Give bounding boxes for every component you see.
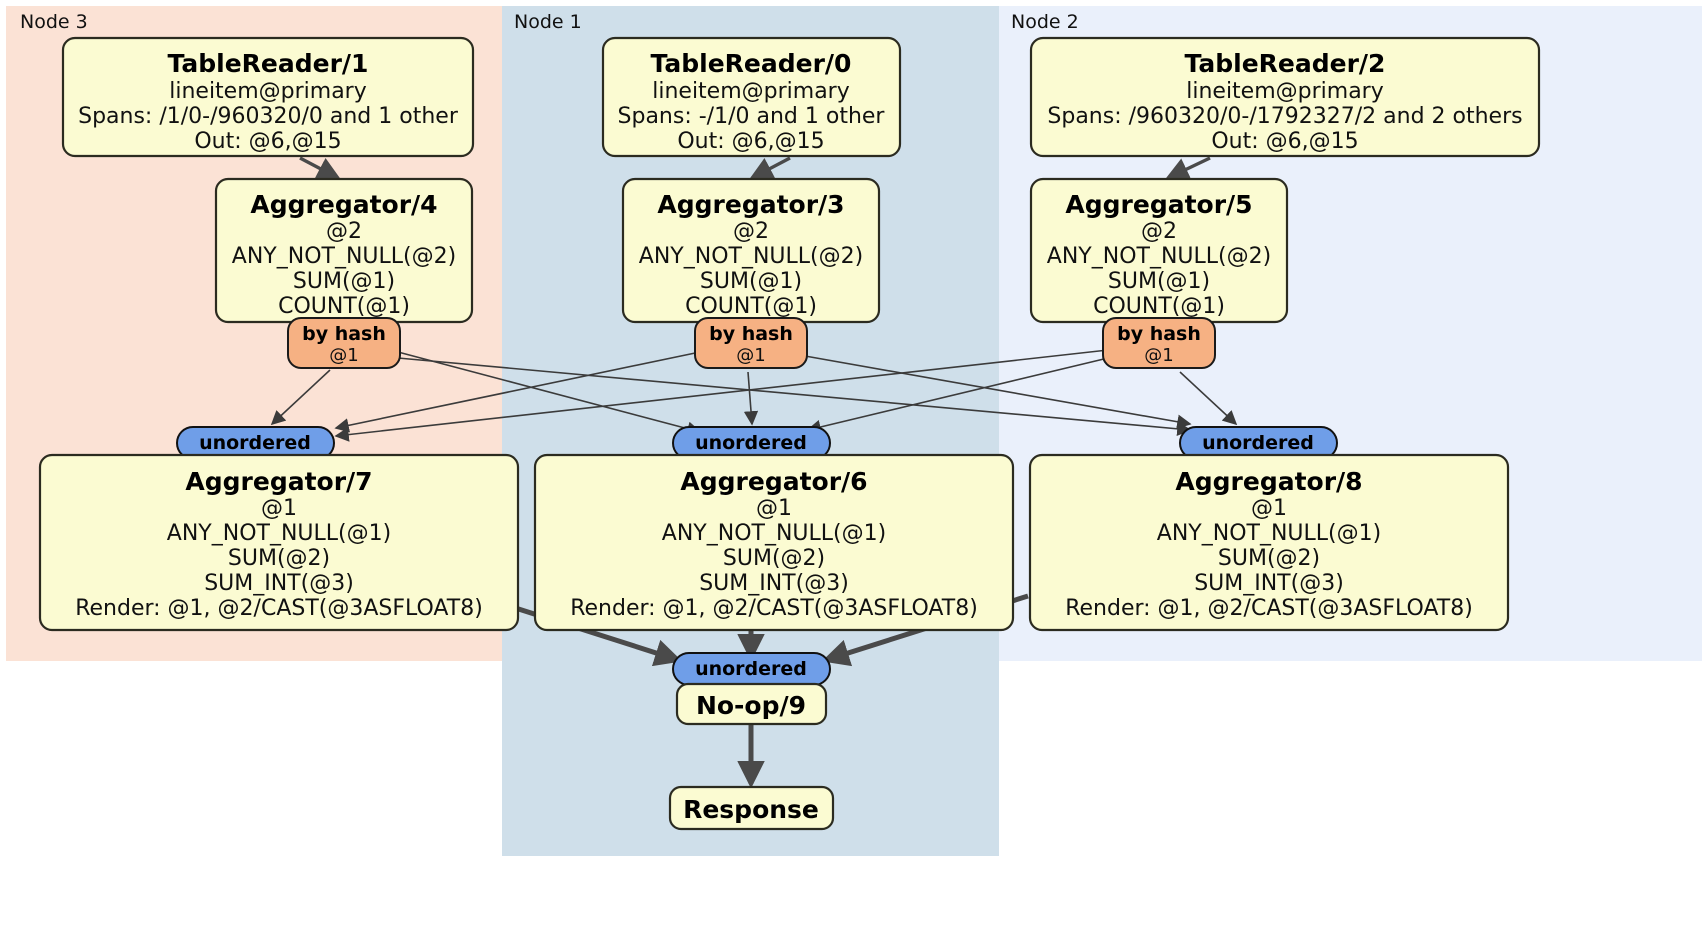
processor-line: SUM(@2) [228,546,330,571]
processor-line: Spans: /1/0-/960320/0 and 1 other [78,104,459,129]
output-badge-hash-center[interactable]: by hash @1 [694,317,808,369]
processor-line: @2 [733,219,769,244]
processor-title: TableReader/0 [651,49,852,78]
unordered-badge-label: unordered [695,432,807,454]
processor-title: Aggregator/6 [680,467,867,496]
processor-title: Aggregator/4 [250,190,437,219]
processor-line: Out: @6,@15 [677,129,824,154]
input-badge-unordered-left[interactable]: unordered [176,426,335,460]
hash-badge-label: by hash [709,323,793,345]
edges-hash-to-unordered [270,349,1238,442]
processor-line: lineitem@primary [1186,79,1384,104]
processor-line: ANY_NOT_NULL(@1) [167,521,391,546]
processor-line: @1 [261,496,297,521]
processor-line: SUM(@1) [700,269,802,294]
processor-line: lineitem@primary [652,79,850,104]
processor-line: SUM(@1) [1108,269,1210,294]
processor-line: Spans: -/1/0 and 1 other [618,104,886,129]
processor-title: Response [683,795,819,824]
processor-line: Render: @1, @2/CAST(@3ASFLOAT8) [75,596,483,621]
unordered-badge-label: unordered [695,658,807,680]
processor-tablereader0[interactable]: TableReader/0 lineitem@primary Spans: -/… [601,36,902,158]
node-panel-label-node2: Node 2 [1011,11,1079,33]
processor-line: SUM(@1) [293,269,395,294]
node-panel-label-node3: Node 3 [20,11,88,33]
processor-line: COUNT(@1) [278,294,410,319]
unordered-badge-label: unordered [1202,432,1314,454]
processor-line: Out: @6,@15 [1211,129,1358,154]
hash-badge-label: by hash [302,323,386,345]
processor-line: ANY_NOT_NULL(@2) [232,244,456,269]
output-badge-hash-left[interactable]: by hash @1 [287,317,401,369]
processor-line: COUNT(@1) [685,294,817,319]
processor-title: No-op/9 [696,691,806,720]
output-badge-hash-right[interactable]: by hash @1 [1102,317,1216,369]
edges-reader-to-agg [299,156,1211,180]
processor-line: @2 [326,219,362,244]
processor-response[interactable]: Response [668,785,835,831]
processor-line: SUM(@2) [1218,546,1320,571]
processor-title: Aggregator/3 [657,190,844,219]
processor-aggregator4[interactable]: Aggregator/4 @2 ANY_NOT_NULL(@2) SUM(@1)… [214,177,474,324]
processor-line: Render: @1, @2/CAST(@3ASFLOAT8) [1065,596,1473,621]
processor-noop9[interactable]: No-op/9 [675,682,828,726]
processor-line: COUNT(@1) [1093,294,1225,319]
hash-badge-sub: @1 [329,345,358,366]
processor-aggregator8[interactable]: Aggregator/8 @1 ANY_NOT_NULL(@1) SUM(@2)… [1028,453,1510,632]
input-badge-unordered-final[interactable]: unordered [672,652,831,686]
processor-line: SUM(@2) [723,546,825,571]
input-badge-unordered-center[interactable]: unordered [672,426,831,460]
processor-tablereader2[interactable]: TableReader/2 lineitem@primary Spans: /9… [1029,36,1541,158]
processor-line: ANY_NOT_NULL(@1) [1157,521,1381,546]
processor-aggregator7[interactable]: Aggregator/7 @1 ANY_NOT_NULL(@1) SUM(@2)… [38,453,520,632]
processor-line: @1 [756,496,792,521]
processor-line: SUM_INT(@3) [699,571,849,596]
processor-title: Aggregator/5 [1065,190,1252,219]
processor-title: Aggregator/7 [185,467,372,496]
processor-title: TableReader/1 [168,49,369,78]
processor-line: ANY_NOT_NULL(@1) [662,521,886,546]
processor-line: ANY_NOT_NULL(@2) [1047,244,1271,269]
processor-line: ANY_NOT_NULL(@2) [639,244,863,269]
processor-line: @1 [1251,496,1287,521]
processor-aggregator6[interactable]: Aggregator/6 @1 ANY_NOT_NULL(@1) SUM(@2)… [533,453,1015,632]
processor-title: Aggregator/8 [1175,467,1362,496]
processor-line: @2 [1141,219,1177,244]
processor-line: SUM_INT(@3) [204,571,354,596]
hash-badge-sub: @1 [1144,345,1173,366]
processor-title: TableReader/2 [1185,49,1386,78]
processor-aggregator3[interactable]: Aggregator/3 @2 ANY_NOT_NULL(@2) SUM(@1)… [621,177,881,324]
processor-line: Render: @1, @2/CAST(@3ASFLOAT8) [570,596,978,621]
processor-line: Out: @6,@15 [194,129,341,154]
node-panel-label-node1: Node 1 [514,11,582,33]
hash-badge-label: by hash [1117,323,1201,345]
unordered-badge-label: unordered [199,432,311,454]
hash-badge-sub: @1 [736,345,765,366]
processor-line: SUM_INT(@3) [1194,571,1344,596]
processor-line: Spans: /960320/0-/1792327/2 and 2 others [1047,104,1522,129]
processor-tablereader1[interactable]: TableReader/1 lineitem@primary Spans: /1… [61,36,475,158]
processor-line: lineitem@primary [169,79,367,104]
processor-aggregator5[interactable]: Aggregator/5 @2 ANY_NOT_NULL(@2) SUM(@1)… [1029,177,1289,324]
